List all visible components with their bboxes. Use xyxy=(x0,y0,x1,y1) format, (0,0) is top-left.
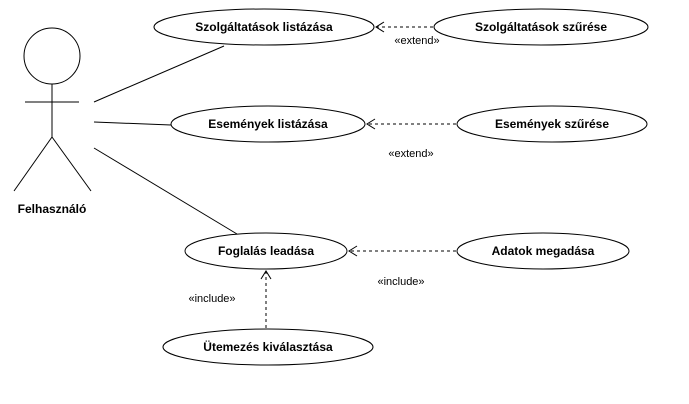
association-services-list xyxy=(93,45,225,103)
use-case-events-list: Események listázása xyxy=(170,105,366,143)
extend-services-relation xyxy=(375,21,433,33)
use-case-services-list: Szolgáltatások listázása xyxy=(153,8,375,46)
actor-figure xyxy=(13,27,92,192)
use-case-schedule: Ütemezés kiválasztása xyxy=(162,328,374,366)
include-schedule-label: «include» xyxy=(188,293,235,305)
use-case-services-filter-label: Szolgáltatások szűrése xyxy=(475,20,607,34)
use-case-data-entry-label: Adatok megadása xyxy=(492,244,595,258)
use-case-events-list-label: Események listázása xyxy=(208,117,328,131)
actor-head xyxy=(23,27,81,85)
include-data-label: «include» xyxy=(377,276,424,288)
actor-right-leg xyxy=(51,136,92,192)
use-case-events-filter: Események szűrése xyxy=(456,105,648,143)
association-events-list xyxy=(93,121,172,126)
extend-events-label: «extend» xyxy=(388,148,433,160)
use-case-data-entry: Adatok megadása xyxy=(456,232,630,270)
use-case-events-filter-label: Események szűrése xyxy=(495,117,609,131)
actor-left-leg xyxy=(13,136,53,192)
use-case-schedule-label: Ütemezés kiválasztása xyxy=(203,339,333,354)
actor-label: Felhasználó xyxy=(18,202,87,216)
include-data-relation xyxy=(348,245,456,257)
use-case-booking: Foglalás leadása xyxy=(184,232,348,270)
extend-services-label: «extend» xyxy=(394,35,439,47)
extend-events-relation xyxy=(366,118,456,130)
association-booking xyxy=(93,147,238,235)
use-case-services-filter: Szolgáltatások szűrése xyxy=(433,8,649,46)
use-case-services-list-label: Szolgáltatások listázása xyxy=(195,20,333,34)
include-schedule-relation xyxy=(260,270,272,328)
use-case-booking-label: Foglalás leadása xyxy=(218,244,314,258)
